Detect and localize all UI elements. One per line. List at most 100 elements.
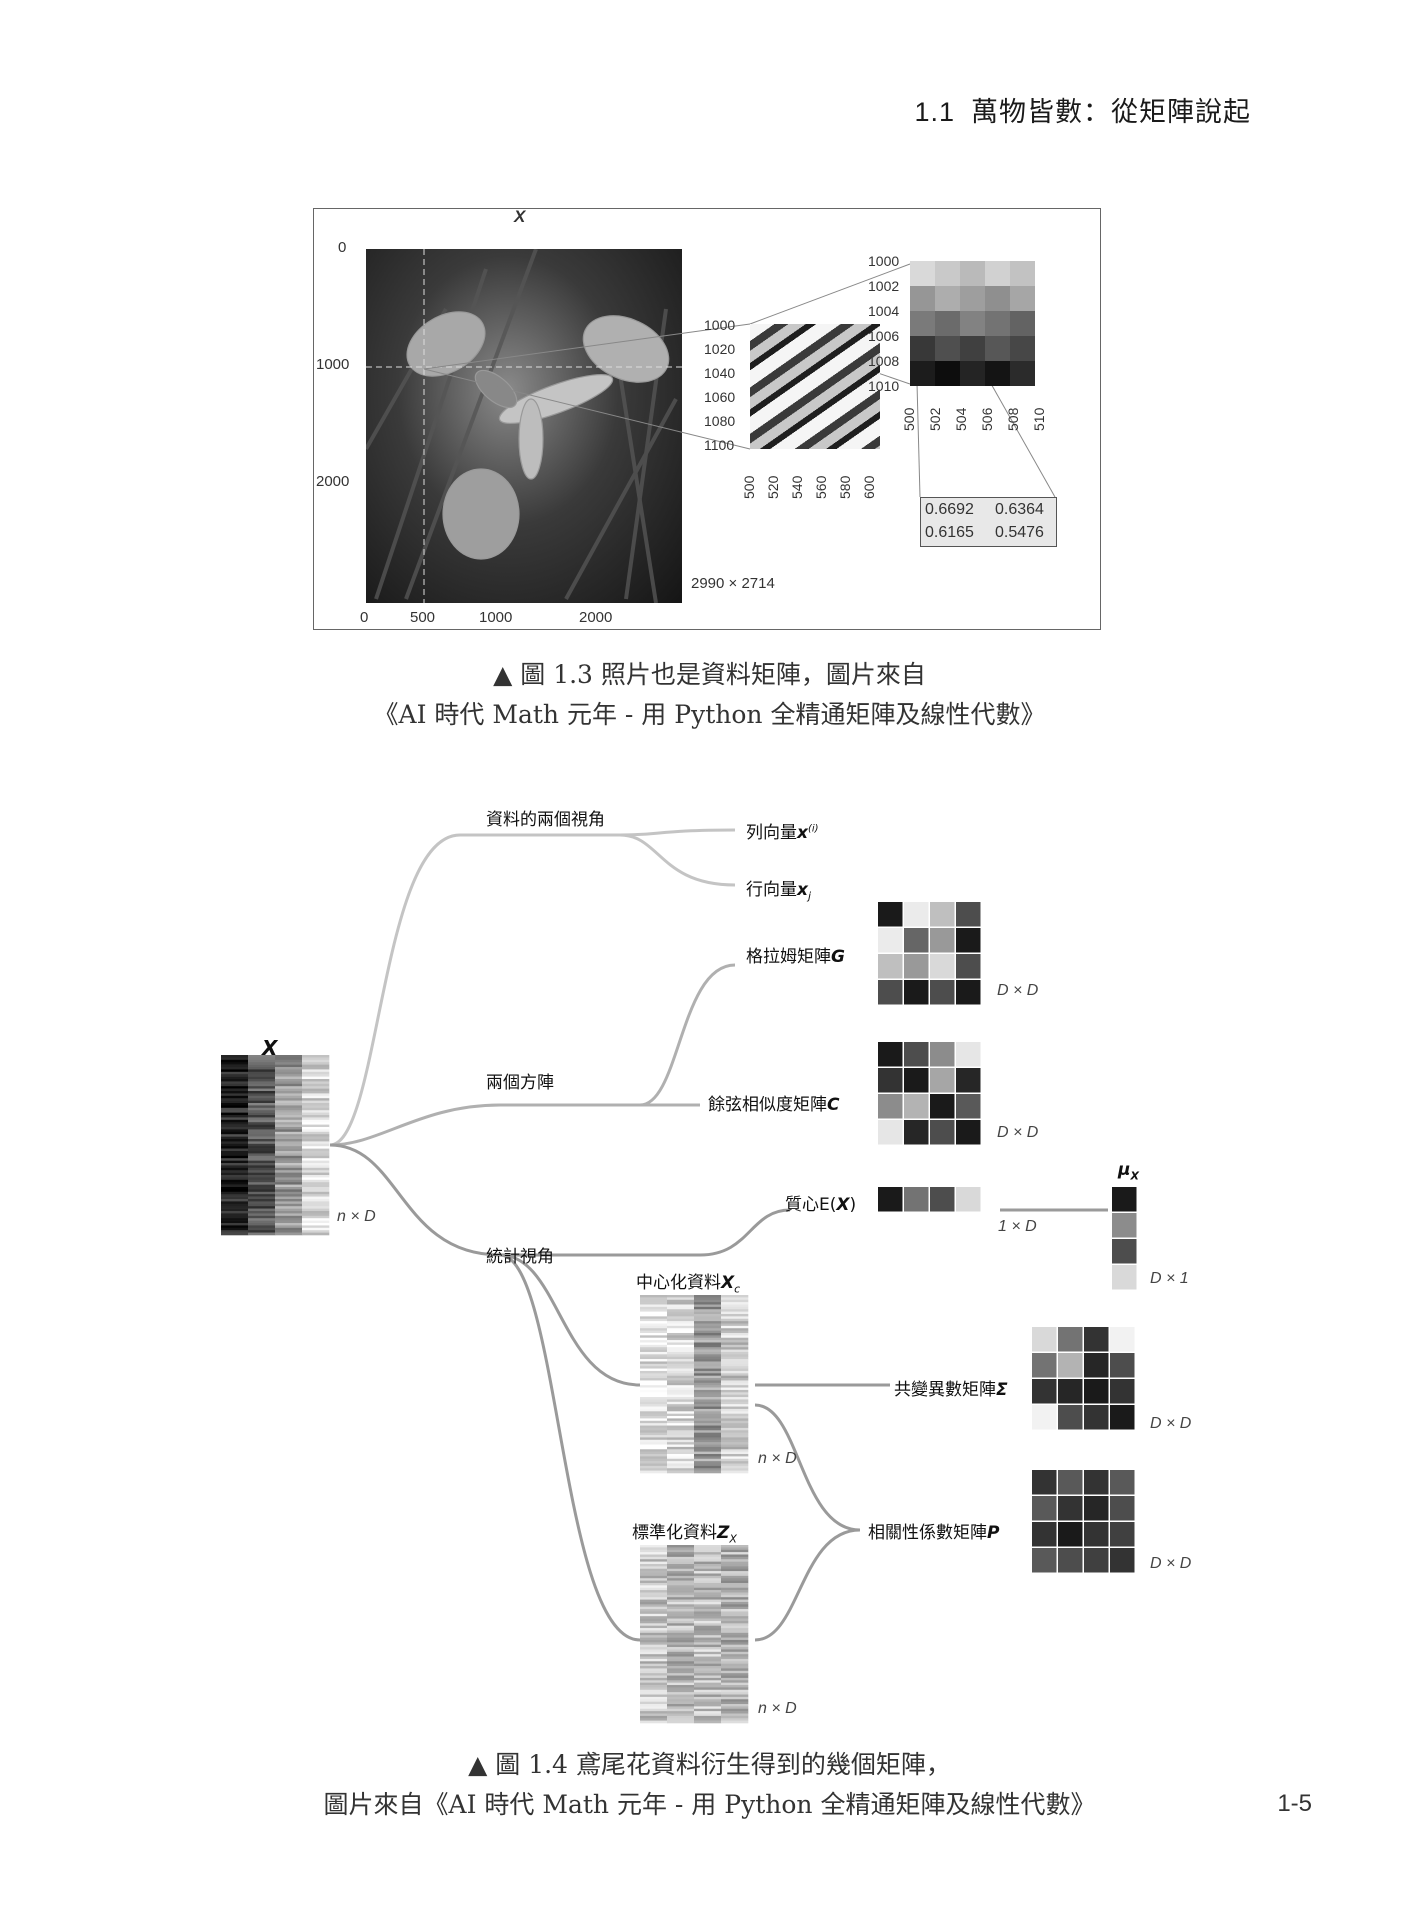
caption-line-1: ▲ 圖 1.4 鳶尾花資料衍生得到的幾個矩陣， bbox=[468, 1750, 951, 1779]
data-stripe bbox=[221, 1100, 249, 1104]
pixel-cell bbox=[910, 311, 935, 336]
data-stripe bbox=[640, 1549, 668, 1553]
data-stripe bbox=[721, 1613, 749, 1617]
data-stripe bbox=[640, 1413, 668, 1417]
data-stripe bbox=[667, 1430, 695, 1433]
data-stripe bbox=[721, 1340, 749, 1343]
data-stripe bbox=[721, 1373, 749, 1376]
data-stripe bbox=[302, 1057, 330, 1061]
matrix-cell bbox=[1058, 1379, 1083, 1404]
data-stripe bbox=[667, 1406, 695, 1410]
data-stripe bbox=[640, 1708, 668, 1712]
data-stripe bbox=[721, 1623, 749, 1626]
data-stripe bbox=[640, 1680, 668, 1683]
data-stripe bbox=[721, 1368, 749, 1372]
data-stripe bbox=[275, 1153, 303, 1157]
centered-data-label: 中心化資料Xc bbox=[636, 1273, 741, 1296]
caption-line-2: 《AI 時代 Math 元年 - 用 Python 全精通矩陣及線性代數》 bbox=[373, 700, 1046, 729]
data-stripe bbox=[721, 1604, 749, 1608]
data-stripe bbox=[221, 1189, 249, 1193]
data-stripe bbox=[221, 1127, 249, 1130]
data-stripe bbox=[694, 1689, 722, 1693]
data-stripe bbox=[721, 1454, 749, 1457]
data-stripe bbox=[221, 1225, 249, 1229]
data-stripe bbox=[694, 1666, 722, 1669]
data-stripe bbox=[640, 1328, 668, 1331]
data-stripe bbox=[221, 1131, 249, 1135]
data-stripe bbox=[640, 1670, 668, 1674]
data-stripe bbox=[667, 1470, 695, 1474]
data-stripe bbox=[667, 1545, 695, 1548]
data-stripe bbox=[721, 1720, 749, 1724]
data-stripe bbox=[667, 1328, 695, 1331]
data-stripe bbox=[694, 1401, 722, 1405]
data-stripe bbox=[640, 1682, 668, 1686]
data-stripe bbox=[248, 1203, 276, 1207]
data-stripe bbox=[302, 1119, 330, 1123]
data-stripe bbox=[248, 1067, 276, 1070]
data-stripe bbox=[221, 1055, 249, 1058]
data-stripe bbox=[302, 1227, 330, 1231]
matrix-cell bbox=[1058, 1470, 1083, 1495]
data-stripe bbox=[694, 1630, 722, 1634]
data-stripe bbox=[721, 1344, 749, 1348]
data-stripe bbox=[221, 1232, 249, 1236]
data-stripe bbox=[667, 1378, 695, 1381]
data-stripe bbox=[248, 1167, 276, 1171]
data-stripe bbox=[640, 1609, 668, 1612]
data-stripe bbox=[667, 1687, 695, 1691]
data-stripe bbox=[302, 1167, 330, 1171]
branch-stats-label: 統計視角 bbox=[486, 1247, 554, 1267]
data-stripe bbox=[721, 1649, 749, 1653]
data-stripe bbox=[667, 1658, 695, 1662]
data-stripe bbox=[721, 1451, 749, 1455]
data-stripe bbox=[667, 1675, 695, 1679]
data-stripe bbox=[221, 1155, 249, 1159]
data-stripe bbox=[667, 1404, 695, 1407]
data-stripe bbox=[694, 1685, 722, 1688]
data-stripe bbox=[248, 1199, 276, 1202]
pixel-cell bbox=[1010, 336, 1035, 361]
data-stripe bbox=[640, 1423, 668, 1426]
data-stripe bbox=[221, 1134, 249, 1137]
data-stripe bbox=[694, 1347, 722, 1350]
matrix-cell bbox=[956, 928, 981, 953]
data-stripe bbox=[640, 1580, 668, 1584]
data-stripe bbox=[694, 1556, 722, 1560]
data-stripe bbox=[640, 1628, 668, 1631]
data-stripe bbox=[221, 1170, 249, 1173]
data-stripe bbox=[694, 1337, 722, 1341]
data-stripe bbox=[721, 1342, 749, 1346]
data-stripe bbox=[248, 1191, 276, 1195]
data-stripe bbox=[640, 1637, 668, 1641]
data-stripe bbox=[248, 1131, 276, 1135]
data-stripe bbox=[302, 1055, 330, 1058]
matrix-cell bbox=[930, 902, 955, 927]
data-stripe bbox=[694, 1449, 722, 1452]
data-stripe bbox=[640, 1446, 668, 1450]
data-stripe bbox=[667, 1616, 695, 1619]
data-stripe bbox=[302, 1127, 330, 1130]
data-stripe bbox=[667, 1547, 695, 1551]
data-stripe bbox=[694, 1425, 722, 1429]
data-stripe bbox=[694, 1718, 722, 1721]
data-stripe bbox=[721, 1625, 749, 1629]
data-stripe bbox=[667, 1347, 695, 1350]
matrix-cell bbox=[878, 980, 903, 1005]
matrix-cell bbox=[930, 980, 955, 1005]
data-stripe bbox=[721, 1432, 749, 1436]
data-stripe bbox=[221, 1059, 249, 1063]
data-stripe bbox=[248, 1170, 276, 1173]
data-stripe bbox=[667, 1587, 695, 1591]
data-stripe bbox=[221, 1117, 249, 1121]
data-stripe bbox=[694, 1444, 722, 1448]
data-stripe bbox=[275, 1220, 303, 1224]
matrix-cell bbox=[904, 928, 929, 953]
data-stripe bbox=[640, 1337, 668, 1341]
data-stripe bbox=[640, 1456, 668, 1460]
data-stripe bbox=[302, 1064, 330, 1068]
data-stripe bbox=[667, 1647, 695, 1650]
data-stripe bbox=[275, 1151, 303, 1154]
data-stripe bbox=[721, 1718, 749, 1721]
data-stripe bbox=[694, 1682, 722, 1686]
